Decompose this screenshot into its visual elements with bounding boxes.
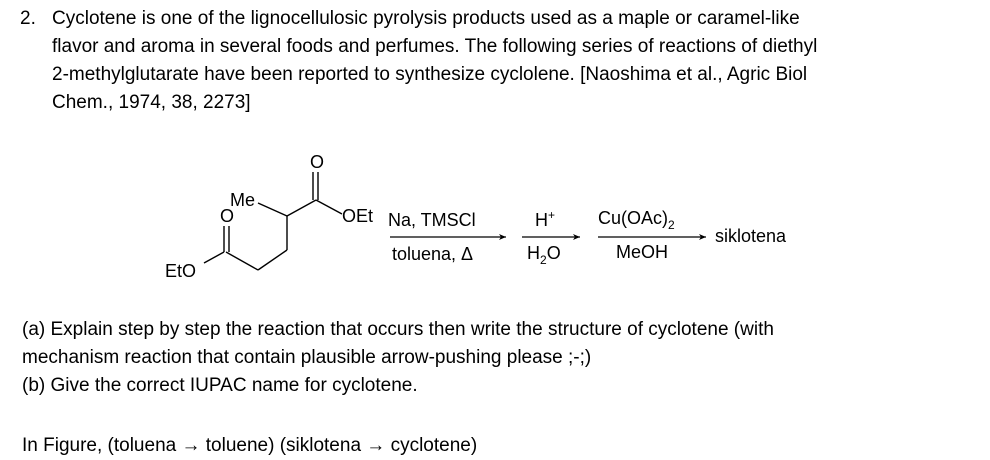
step-1-conditions: toluena, Δ xyxy=(392,244,473,264)
part-a-line-1: (a) Explain step by step the reaction th… xyxy=(22,319,774,340)
bond-c4-me xyxy=(257,202,288,217)
bond-c4-c5 xyxy=(286,199,317,217)
part-a-line-2: mechanism reaction that contain plausibl… xyxy=(22,347,592,368)
bond-c2-c3 xyxy=(257,249,288,271)
oxygen-label-right: O xyxy=(310,152,324,172)
methyl-label: Me xyxy=(230,190,255,210)
question-intro: Cyclotene is one of the lignocellulosic … xyxy=(52,5,952,117)
oxygen-label-left: O xyxy=(220,206,234,226)
intro-line: flavor and aroma in several foods and pe… xyxy=(52,36,818,57)
bond-eto-c1 xyxy=(203,251,225,264)
product-label: siklotena xyxy=(715,226,787,246)
ethoxy-label-right: OEt xyxy=(342,206,373,226)
reaction-step-3: Cu(OAc)2 MeOH siklotena xyxy=(598,208,787,262)
bond-c5-oet xyxy=(315,199,343,215)
intro-line: Cyclotene is one of the lignocellulosic … xyxy=(52,8,800,29)
question-number: 2. xyxy=(20,8,36,29)
figure-note: In Figure, (toluena → toluene) (sikloten… xyxy=(22,435,478,456)
reaction-step-2: H+ H2O xyxy=(522,208,580,267)
step-1-reagents: Na, TMSCl xyxy=(388,210,476,230)
step-2-reagent: H+ xyxy=(535,208,555,230)
intro-line: Chem., 1974, 38, 2273] xyxy=(52,92,251,113)
arrowhead-1 xyxy=(499,234,506,240)
part-b: (b) Give the correct IUPAC name for cycl… xyxy=(22,375,418,396)
step-3-reagent: Cu(OAc)2 xyxy=(598,208,675,232)
bond-c1-c2 xyxy=(225,251,259,271)
ethoxy-label-left: EtO xyxy=(165,261,196,281)
step-2-workup: H2O xyxy=(527,243,561,267)
intro-line: 2-methylglutarate have been reported to … xyxy=(52,64,808,85)
diethyl-2-methylglutarate-structure: Me O O EtO OEt xyxy=(165,152,373,281)
reaction-step-1: Na, TMSCl toluena, Δ xyxy=(388,210,506,264)
question-parts: (a) Explain step by step the reaction th… xyxy=(22,316,774,400)
step-3-solvent: MeOH xyxy=(616,242,668,262)
arrowhead-2 xyxy=(573,234,580,240)
arrowhead-3 xyxy=(699,234,706,240)
